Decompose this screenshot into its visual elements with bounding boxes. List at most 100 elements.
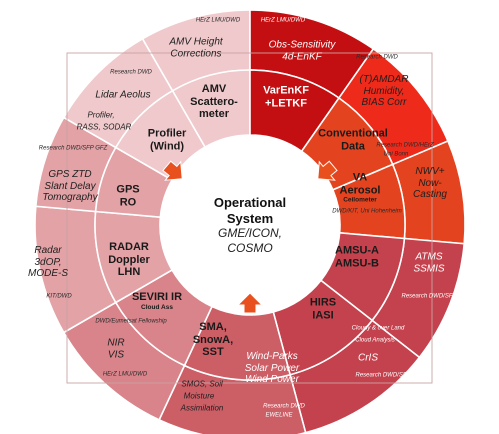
inner-varenkf-line2: +LETKF (265, 97, 307, 109)
outer-cris-line1: CrIS (358, 352, 378, 364)
inner-amsu-line1: AMSU-A (335, 244, 379, 257)
note-nwv-partner: Research DWD/HErZ (376, 142, 434, 149)
note-assimilation: Assimilation (180, 403, 224, 413)
center-models-line2: COSMO (227, 240, 273, 255)
note-atms-partner: Research DWD/SFP (401, 293, 457, 300)
outer-tamdar-line1: (T)AMDAR (359, 73, 409, 85)
center-title-line1: Operational (213, 195, 287, 211)
inner-varenkf: VarEnKF +LETKF (263, 84, 309, 109)
inner-seviri-sub: Cloud Ass (141, 303, 173, 311)
outer-lidar-line1: Lidar Aeolus (95, 89, 151, 101)
inner-amv-scatterometer: AMV Scattero- meter (190, 83, 238, 121)
inner-hirs-iasi: HIRS IASI (310, 296, 336, 321)
outer-tamdar-line3: BIAS Corr (361, 96, 407, 108)
inner-amv-line2: Scattero- (190, 95, 238, 108)
inner-profiler-line1: Profiler (147, 127, 187, 140)
note-soil-moisture: Moisture (183, 391, 215, 401)
note-hirs-cloud-analysis: Cloud Analysis (355, 337, 395, 344)
note-nir-partner: HErZ LMU/DWD (102, 371, 148, 378)
note-wind-partner2: EWELINE (265, 412, 293, 419)
outer-wind-solar: Wind-Parks Solar Power Wind Power (245, 351, 299, 386)
inner-conventional-line2: Data (341, 140, 365, 152)
arrow-upper-right-icon (317, 160, 338, 181)
outer-tamdar-line2: Humidity, (363, 85, 405, 97)
inner-conventional-line1: Conventional (318, 127, 388, 140)
inner-gps-line2: RO (119, 196, 137, 208)
inner-varenkf-line1: VarEnKF (263, 84, 309, 97)
inner-profiler-line2: (Wind) (149, 140, 185, 152)
outer-cris: CrIS (358, 352, 378, 364)
outer-lidar-aeolus: Lidar Aeolus (95, 89, 150, 101)
background-frame (66, 52, 433, 384)
inner-gps-line1: GPS (116, 183, 140, 196)
outer-radar-line2: 3dOP, (34, 256, 62, 268)
center-title-line2: System (226, 210, 274, 226)
inner-amv-line1: AMV (201, 83, 227, 96)
inner-radar-line2: Doppler (108, 253, 150, 266)
note-enkf-partner: HErZ LMU/DWD (260, 17, 306, 24)
inner-sma-snowa-sst: SMA, SnowA, SST (193, 321, 233, 359)
outer-radar-3dop: Radar 3dOP, MODE-S (28, 245, 68, 280)
outer-obs-sensitivity: Obs-Sensitivity 4d-EnKF (269, 40, 336, 63)
inner-amv-line3: meter (199, 108, 229, 121)
center-models-line1: GME/ICON, (217, 226, 282, 241)
outer-gps-ztd-line1: GPS ZTD (48, 168, 92, 180)
note-wind-partner1: Research DWD (263, 403, 305, 410)
arrow-bottom-icon (236, 292, 264, 314)
inner-hirs-line1: HIRS (309, 296, 337, 309)
note-rass-sodar: RASS, SODAR (76, 122, 132, 132)
inner-amsu-line2: AMSU-B (335, 257, 379, 269)
inner-va-line2: Aerosol (339, 184, 381, 197)
outer-tamdar: (T)AMDAR Humidity, BIAS Corr (360, 74, 409, 109)
outer-radar-line1: Radar (34, 244, 62, 256)
outer-nir-line2: VIS (107, 349, 125, 360)
inner-conventional-data: Conventional Data (318, 127, 388, 152)
inner-sma-line2: SnowA, (192, 333, 234, 346)
outer-obs-line2: 4d-EnKF (282, 51, 322, 62)
outer-nwv-line1: NWV+ (415, 165, 445, 177)
outer-nwv-line3: Casting (413, 188, 447, 200)
note-conv-partner: Research DWD (356, 54, 398, 61)
outer-nwv-nowcasting: NWV+ Now- Casting (413, 166, 447, 201)
outer-wind-line1: Wind-Parks (246, 350, 298, 362)
outer-amv-line2: Corrections (170, 48, 222, 59)
inner-va-aerosol: VA Aerosol Ceilometer (340, 172, 381, 205)
outer-amv-height: AMV Height Corrections (169, 37, 222, 60)
outer-radar-line3: MODE-S (28, 267, 68, 279)
inner-va-line1: VA (352, 171, 368, 184)
outer-nir-vis: NIR VIS (107, 338, 124, 361)
note-seviri-partner: DWD/Eumetsat Fellowship (95, 318, 167, 325)
outer-gps-ztd: GPS ZTD Slant Delay Tomography (42, 169, 97, 204)
outer-wind-line2: Solar Power (244, 362, 300, 374)
note-aerosol-partner: DWD/KIT, Uni Hohenheim (332, 208, 402, 215)
outer-atms-line2: SSMIS (413, 263, 445, 274)
note-cris-partner: Research DWD/SFP (355, 372, 411, 379)
inner-radar-doppler-lhn: RADAR Doppler LHN (108, 241, 150, 279)
outer-gps-ztd-line3: Tomography (42, 191, 98, 203)
outer-amv-line1: AMV Height (169, 36, 223, 48)
inner-hirs-line2: IASI (312, 309, 334, 321)
inner-va-sub: Ceilometer (343, 196, 377, 204)
inner-radar-line1: RADAR (109, 241, 149, 254)
note-hirs-cloudy: Cloudy & over Land (351, 325, 405, 332)
arrow-upper-left-icon (162, 160, 183, 181)
outer-atms-line1: ATMS (415, 251, 443, 263)
operational-system-center: Operational System GME/ICON, COSMO (214, 195, 286, 255)
inner-amsu: AMSU-A AMSU-B (335, 244, 379, 269)
note-gps-partner: Research DWD/SFP GFZ (38, 145, 108, 152)
outer-atms-ssmis: ATMS SSMIS (413, 252, 444, 275)
outer-wind-line3: Wind Power (245, 373, 299, 385)
inner-gps-ro: GPS RO (116, 183, 139, 208)
inner-seviri-line1: SEVIRI IR (131, 290, 183, 303)
outer-nwv-line2: Now- (418, 177, 442, 189)
note-profiler: Profiler, (87, 110, 115, 120)
note-lidar-partner: Research DWD (110, 69, 152, 76)
note-smos: SMOS, Soil (181, 379, 223, 389)
inner-seviri-ir: SEVIRI IR Cloud Ass (132, 291, 182, 311)
inner-profiler-wind: Profiler (Wind) (148, 127, 187, 152)
outer-nir-line1: NIR (107, 337, 125, 349)
center-disc (161, 136, 339, 314)
outer-obs-line1: Obs-Sensitivity (268, 39, 336, 51)
note-amv-partner: HErZ LMU/DWD (195, 17, 241, 24)
